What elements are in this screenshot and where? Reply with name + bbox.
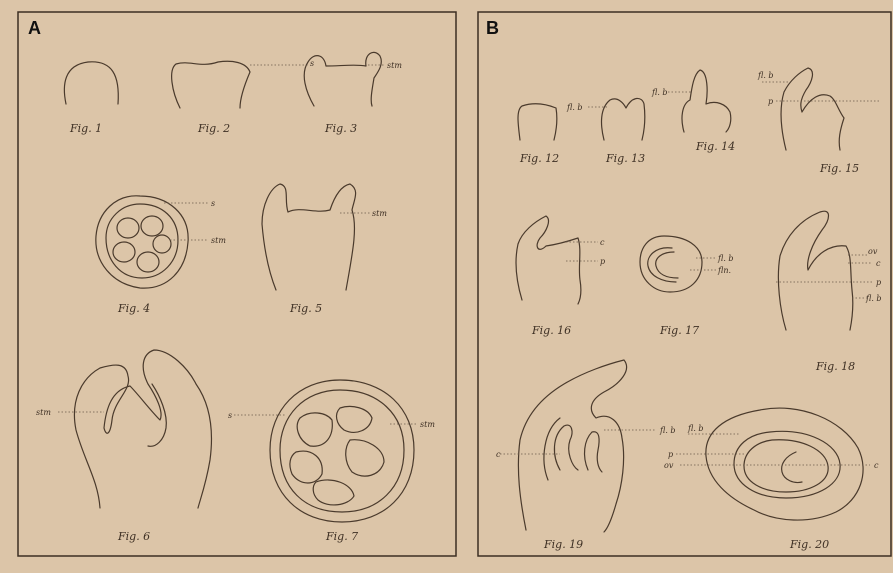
fig15-caption: Fig. 15 bbox=[819, 162, 859, 175]
panel-a-letter: A bbox=[28, 18, 41, 38]
fig18-caption: Fig. 18 bbox=[815, 360, 855, 373]
fig1-caption: Fig. 1 bbox=[69, 122, 102, 135]
fig14-caption: Fig. 14 bbox=[695, 140, 735, 153]
fig15-label-flb: fl. b bbox=[757, 71, 774, 80]
fig4-caption: Fig. 4 bbox=[117, 302, 150, 315]
fig5-caption: Fig. 5 bbox=[289, 302, 322, 315]
fig20-label-p: p bbox=[668, 450, 673, 459]
fig14-label-flb: fl. b bbox=[651, 88, 668, 97]
fig20-label-c: c bbox=[874, 461, 879, 470]
fig17-caption: Fig. 17 bbox=[659, 324, 699, 337]
fig19-caption: Fig. 19 bbox=[543, 538, 583, 551]
fig2-caption: Fig. 2 bbox=[197, 122, 230, 135]
fig4-label-s: s bbox=[211, 199, 215, 208]
fig6-caption: Fig. 6 bbox=[117, 530, 150, 543]
fig7-caption: Fig. 7 bbox=[325, 530, 358, 543]
fig7-label-s: s bbox=[228, 411, 232, 420]
fig20-label-ov: ov bbox=[664, 461, 674, 470]
fig18-label-ov: ov bbox=[868, 247, 878, 256]
fig3-label-stm: stm bbox=[387, 61, 402, 70]
fig7-label-stm: stm bbox=[420, 420, 435, 429]
fig18-label-flb: fl. b bbox=[865, 294, 882, 303]
fig16-label-p: p bbox=[600, 257, 605, 266]
fig20-caption: Fig. 20 bbox=[789, 538, 829, 551]
panel-a-frame bbox=[18, 12, 456, 556]
fig3-caption: Fig. 3 bbox=[324, 122, 357, 135]
fig19-label-flb: fl. b bbox=[659, 426, 676, 435]
fig19-label-c: c bbox=[496, 450, 501, 459]
fig16-label-c: c bbox=[600, 238, 605, 247]
fig4-label-stm: stm bbox=[211, 236, 226, 245]
fig17-label-flb: fl. b bbox=[717, 254, 734, 263]
fig12-caption: Fig. 12 bbox=[519, 152, 559, 165]
panel-b-frame bbox=[478, 12, 891, 556]
fig6-label-stm: stm bbox=[36, 408, 51, 417]
fig16-caption: Fig. 16 bbox=[531, 324, 571, 337]
fig18-label-c: c bbox=[876, 259, 881, 268]
label-s: s bbox=[310, 59, 314, 68]
fig17-label-fln: fln. bbox=[717, 266, 731, 275]
fig15-label-p: p bbox=[768, 97, 773, 106]
fig5-label-stm: stm bbox=[372, 209, 387, 218]
panel-b-letter: B bbox=[486, 18, 499, 38]
fig18-label-p: p bbox=[876, 278, 881, 287]
fig20-label-flb: fl. b bbox=[687, 424, 704, 433]
fig13-label-flb: fl. b bbox=[566, 103, 583, 112]
fig13-caption: Fig. 13 bbox=[605, 152, 645, 165]
